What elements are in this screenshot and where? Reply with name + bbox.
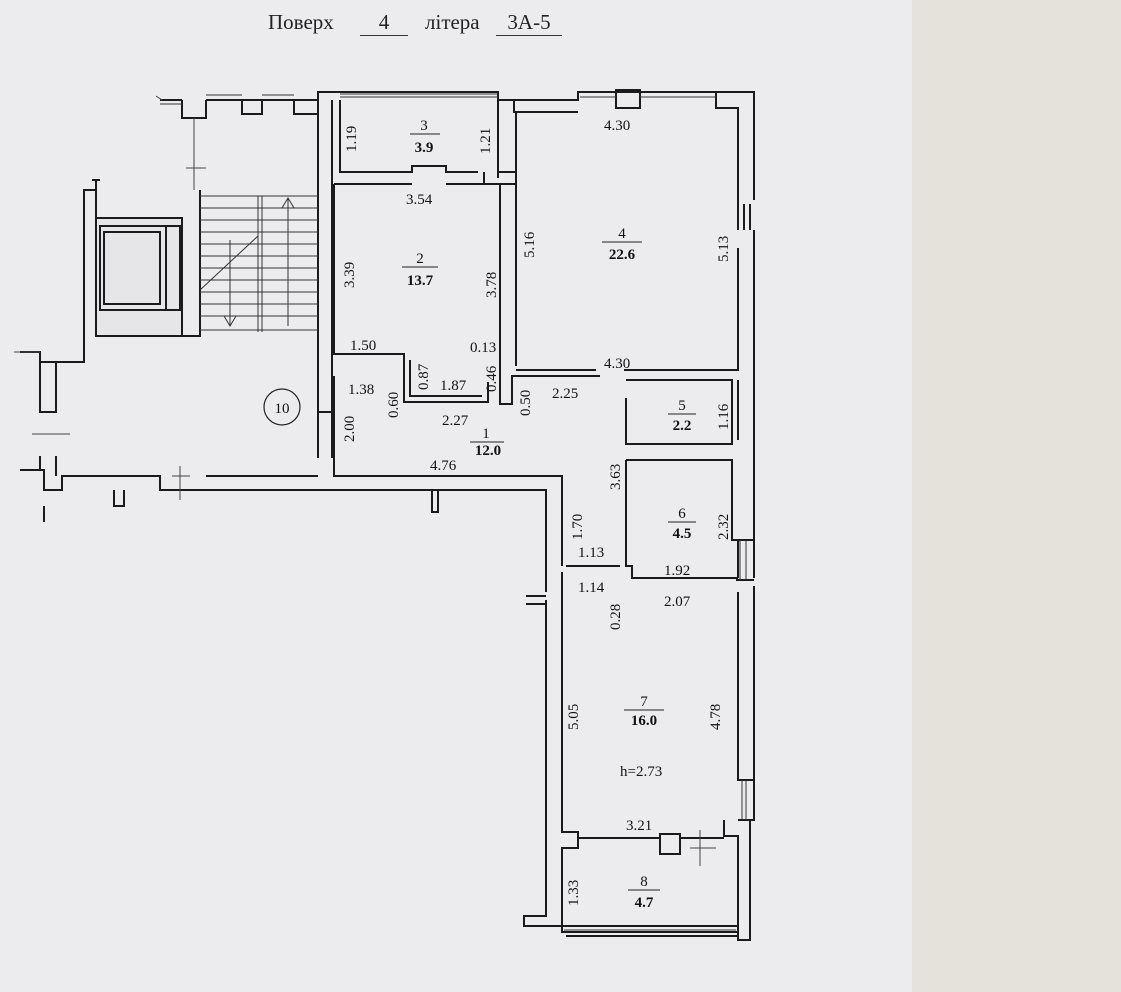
dim-label: 5.05: [566, 704, 582, 730]
room-8-number: 8: [640, 874, 648, 890]
plan-walls: [20, 89, 755, 941]
staircase: [199, 195, 318, 332]
room-7-area: 16.0: [631, 713, 657, 729]
dim-label: 0.50: [518, 390, 534, 416]
floor-value: 4: [360, 10, 408, 36]
litera-label: літера: [425, 10, 480, 34]
dim-label: 1.19: [344, 126, 360, 152]
dim-label: 0.60: [386, 392, 402, 418]
room-4-area: 22.6: [609, 247, 636, 263]
room-2-number: 2: [416, 251, 424, 267]
room-1-area: 12.0: [475, 443, 501, 459]
window-marks: [160, 93, 747, 931]
dim-label: 2.07: [664, 594, 691, 610]
background-page: [912, 0, 1121, 992]
dim-label: 3.21: [626, 818, 652, 834]
room-labels: 1 12.0 2 13.7 3 3.9 4 22.6 5 2.2 6 4.5 7…: [402, 118, 696, 911]
room-7-number: 7: [640, 694, 648, 710]
dim-label: 3.39: [342, 262, 358, 288]
dim-label: 0.46: [484, 365, 500, 392]
dim-label: 0.28: [608, 604, 624, 630]
dim-label: 3.78: [484, 272, 500, 298]
dim-label: 2.00: [342, 416, 358, 442]
dim-label: 1.87: [440, 378, 467, 394]
room-4-number: 4: [618, 226, 626, 242]
dim-label: 3.63: [608, 464, 624, 490]
dim-label: 0.87: [416, 363, 432, 390]
dim-label: 1.33: [566, 880, 582, 906]
dim-label: 3.54: [406, 192, 433, 208]
dim-label: 4.30: [604, 118, 630, 134]
floor-label: Поверх: [268, 10, 334, 34]
dim-label: 1.38: [348, 382, 374, 398]
dim-label: 4.30: [604, 356, 630, 372]
plan-sheet: [0, 0, 912, 992]
dim-label: 4.76: [430, 458, 457, 474]
dim-label: 1.92: [664, 563, 690, 579]
dim-label: 1.14: [578, 580, 605, 596]
plan-header: Поверх 4 літера 3А-5: [268, 8, 588, 42]
dim-label: 1.70: [570, 514, 586, 540]
room-6-number: 6: [678, 506, 686, 522]
room-3-number: 3: [420, 118, 428, 134]
room-6-area: 4.5: [673, 526, 692, 542]
room-5-number: 5: [678, 398, 686, 414]
dimension-ticks: [14, 95, 716, 866]
dim-label: 0.13: [470, 340, 496, 356]
stair-room-marker: [263, 388, 301, 426]
room-1-number: 1: [482, 426, 490, 442]
vertical-dimension-labels: 1.19 1.21 3.39 3.78 5.16 5.13 0.87 0.46 …: [342, 126, 732, 906]
dim-label: 1.21: [478, 128, 494, 154]
dim-label: 2.27: [442, 413, 469, 429]
ceiling-height: h=2.73: [620, 764, 662, 780]
room-5-area: 2.2: [673, 418, 692, 434]
dim-label: 5.16: [522, 231, 538, 258]
dim-label: 1.50: [350, 338, 376, 354]
dim-label: 2.32: [716, 514, 732, 540]
room-2-area: 13.7: [407, 273, 434, 289]
dim-label: 2.25: [552, 386, 578, 402]
dim-label: 5.13: [716, 236, 732, 262]
room-8-area: 4.7: [635, 895, 654, 911]
dim-label: 4.78: [708, 704, 724, 730]
dimension-labels: 3.54 4.30 4.30 1.50 0.13 1.38 1.87 2.27 …: [348, 118, 691, 834]
room-3-area: 3.9: [415, 140, 434, 156]
dim-label: 1.13: [578, 545, 604, 561]
litera-value: 3А-5: [496, 10, 562, 36]
stair-room-number: 10: [275, 401, 290, 417]
dim-label: 1.16: [716, 403, 732, 430]
